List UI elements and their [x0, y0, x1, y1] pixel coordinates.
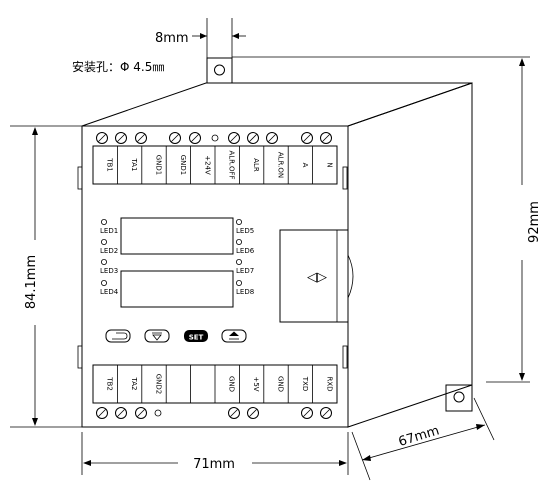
- terminal-label: RXD: [325, 376, 333, 391]
- terminal-label: GND1: [179, 155, 187, 176]
- terminal-label: +5V: [252, 376, 260, 391]
- top-screws: [96, 132, 332, 144]
- screw-hole: [154, 409, 162, 417]
- terminal-label: GND1: [155, 155, 163, 176]
- terminal-label: TB1: [106, 157, 114, 172]
- down-key[interactable]: [144, 329, 170, 343]
- top-terminal-labels: TB1 TA1 GND1 GND1 +24V ALR.OFF ALR ALR.ON A N: [106, 146, 333, 184]
- terminal-screw: [96, 132, 108, 144]
- side-connector: ◁▷: [279, 229, 354, 323]
- terminal-screw: [115, 407, 127, 419]
- led-lamp: [235, 279, 242, 286]
- width-front-dimension: 71mm: [193, 457, 235, 472]
- terminal-screw: [320, 132, 332, 144]
- mount-ear-top: [206, 57, 233, 84]
- dimension-lines: [10, 18, 530, 481]
- terminal-label: N: [325, 162, 333, 167]
- top-width-dimension: 8mm: [155, 31, 189, 46]
- depth-dimension: 67mm: [397, 423, 441, 450]
- up-key[interactable]: [221, 329, 247, 343]
- height-front-dimension: 84.1mm: [24, 255, 39, 309]
- connector-symbol: ◁▷: [307, 270, 327, 285]
- led-label: LED7: [236, 267, 254, 275]
- led-label: LED6: [236, 247, 255, 255]
- terminal-screw: [320, 407, 332, 419]
- mount-ear-bottom: [445, 384, 473, 412]
- led-lamp: [101, 238, 108, 245]
- eject-icon: [229, 331, 239, 336]
- terminal-screw: [135, 132, 147, 144]
- terminal-screw: [169, 132, 181, 144]
- terminal-screw: [247, 132, 259, 144]
- height-total-dimension: 92mm: [527, 201, 542, 243]
- terminal-label: GND: [277, 376, 285, 392]
- terminal-screw: [228, 407, 240, 419]
- terminal-label: ALR.ON: [277, 152, 285, 178]
- terminal-label: +24V: [203, 155, 211, 175]
- down-arrow-icon: [152, 332, 162, 341]
- set-key[interactable]: [184, 330, 208, 342]
- led-label: LED5: [236, 227, 254, 235]
- led-label: LED8: [236, 288, 254, 296]
- bottom-screws: [96, 407, 332, 419]
- terminal-screw: [228, 132, 240, 144]
- terminal-label: A: [301, 163, 309, 168]
- terminal-label: TA2: [130, 377, 138, 391]
- display-upper: [120, 217, 234, 255]
- terminal-screw: [189, 132, 201, 144]
- terminal-label: ALR: [252, 158, 260, 172]
- screw-hole: [211, 134, 219, 142]
- bottom-terminal-labels: TB2 TA2 GND2 GND +5V GND TXD RXD: [106, 365, 333, 403]
- led-lamp: [235, 258, 242, 265]
- led-lamp: [101, 258, 108, 265]
- terminal-label: TXD: [301, 376, 309, 391]
- terminal-label: ALR.OFF: [228, 150, 236, 179]
- led-label: LED2: [100, 247, 118, 255]
- terminal-label: TA1: [130, 158, 138, 172]
- return-icon: [112, 332, 128, 340]
- terminal-label: TB2: [106, 376, 114, 391]
- terminal-label: GND: [228, 376, 236, 392]
- terminal-screw: [247, 407, 259, 419]
- terminal-label: GND2: [155, 374, 163, 395]
- side-rails: [77, 166, 348, 369]
- led-lamp: [235, 238, 242, 245]
- terminal-screw: [301, 132, 313, 144]
- terminal-screw: [135, 407, 147, 419]
- set-key-label: SET: [189, 334, 204, 342]
- led-lamp: [235, 218, 242, 225]
- keypad: SET: [105, 329, 247, 343]
- led-label: LED4: [100, 288, 119, 296]
- terminal-screw: [266, 132, 278, 144]
- return-key[interactable]: [105, 329, 131, 343]
- led-lamp: [101, 279, 108, 286]
- terminal-screw: [301, 407, 313, 419]
- mount-hole-note: 安装孔：Φ 4.5㎜: [72, 59, 164, 74]
- display-lower: [120, 270, 234, 308]
- led-label: LED3: [100, 267, 118, 275]
- terminal-screw: [115, 132, 127, 144]
- device-body: [81, 57, 473, 428]
- terminal-screw: [96, 407, 108, 419]
- led-label: LED1: [100, 227, 118, 235]
- led-lamp: [101, 218, 108, 225]
